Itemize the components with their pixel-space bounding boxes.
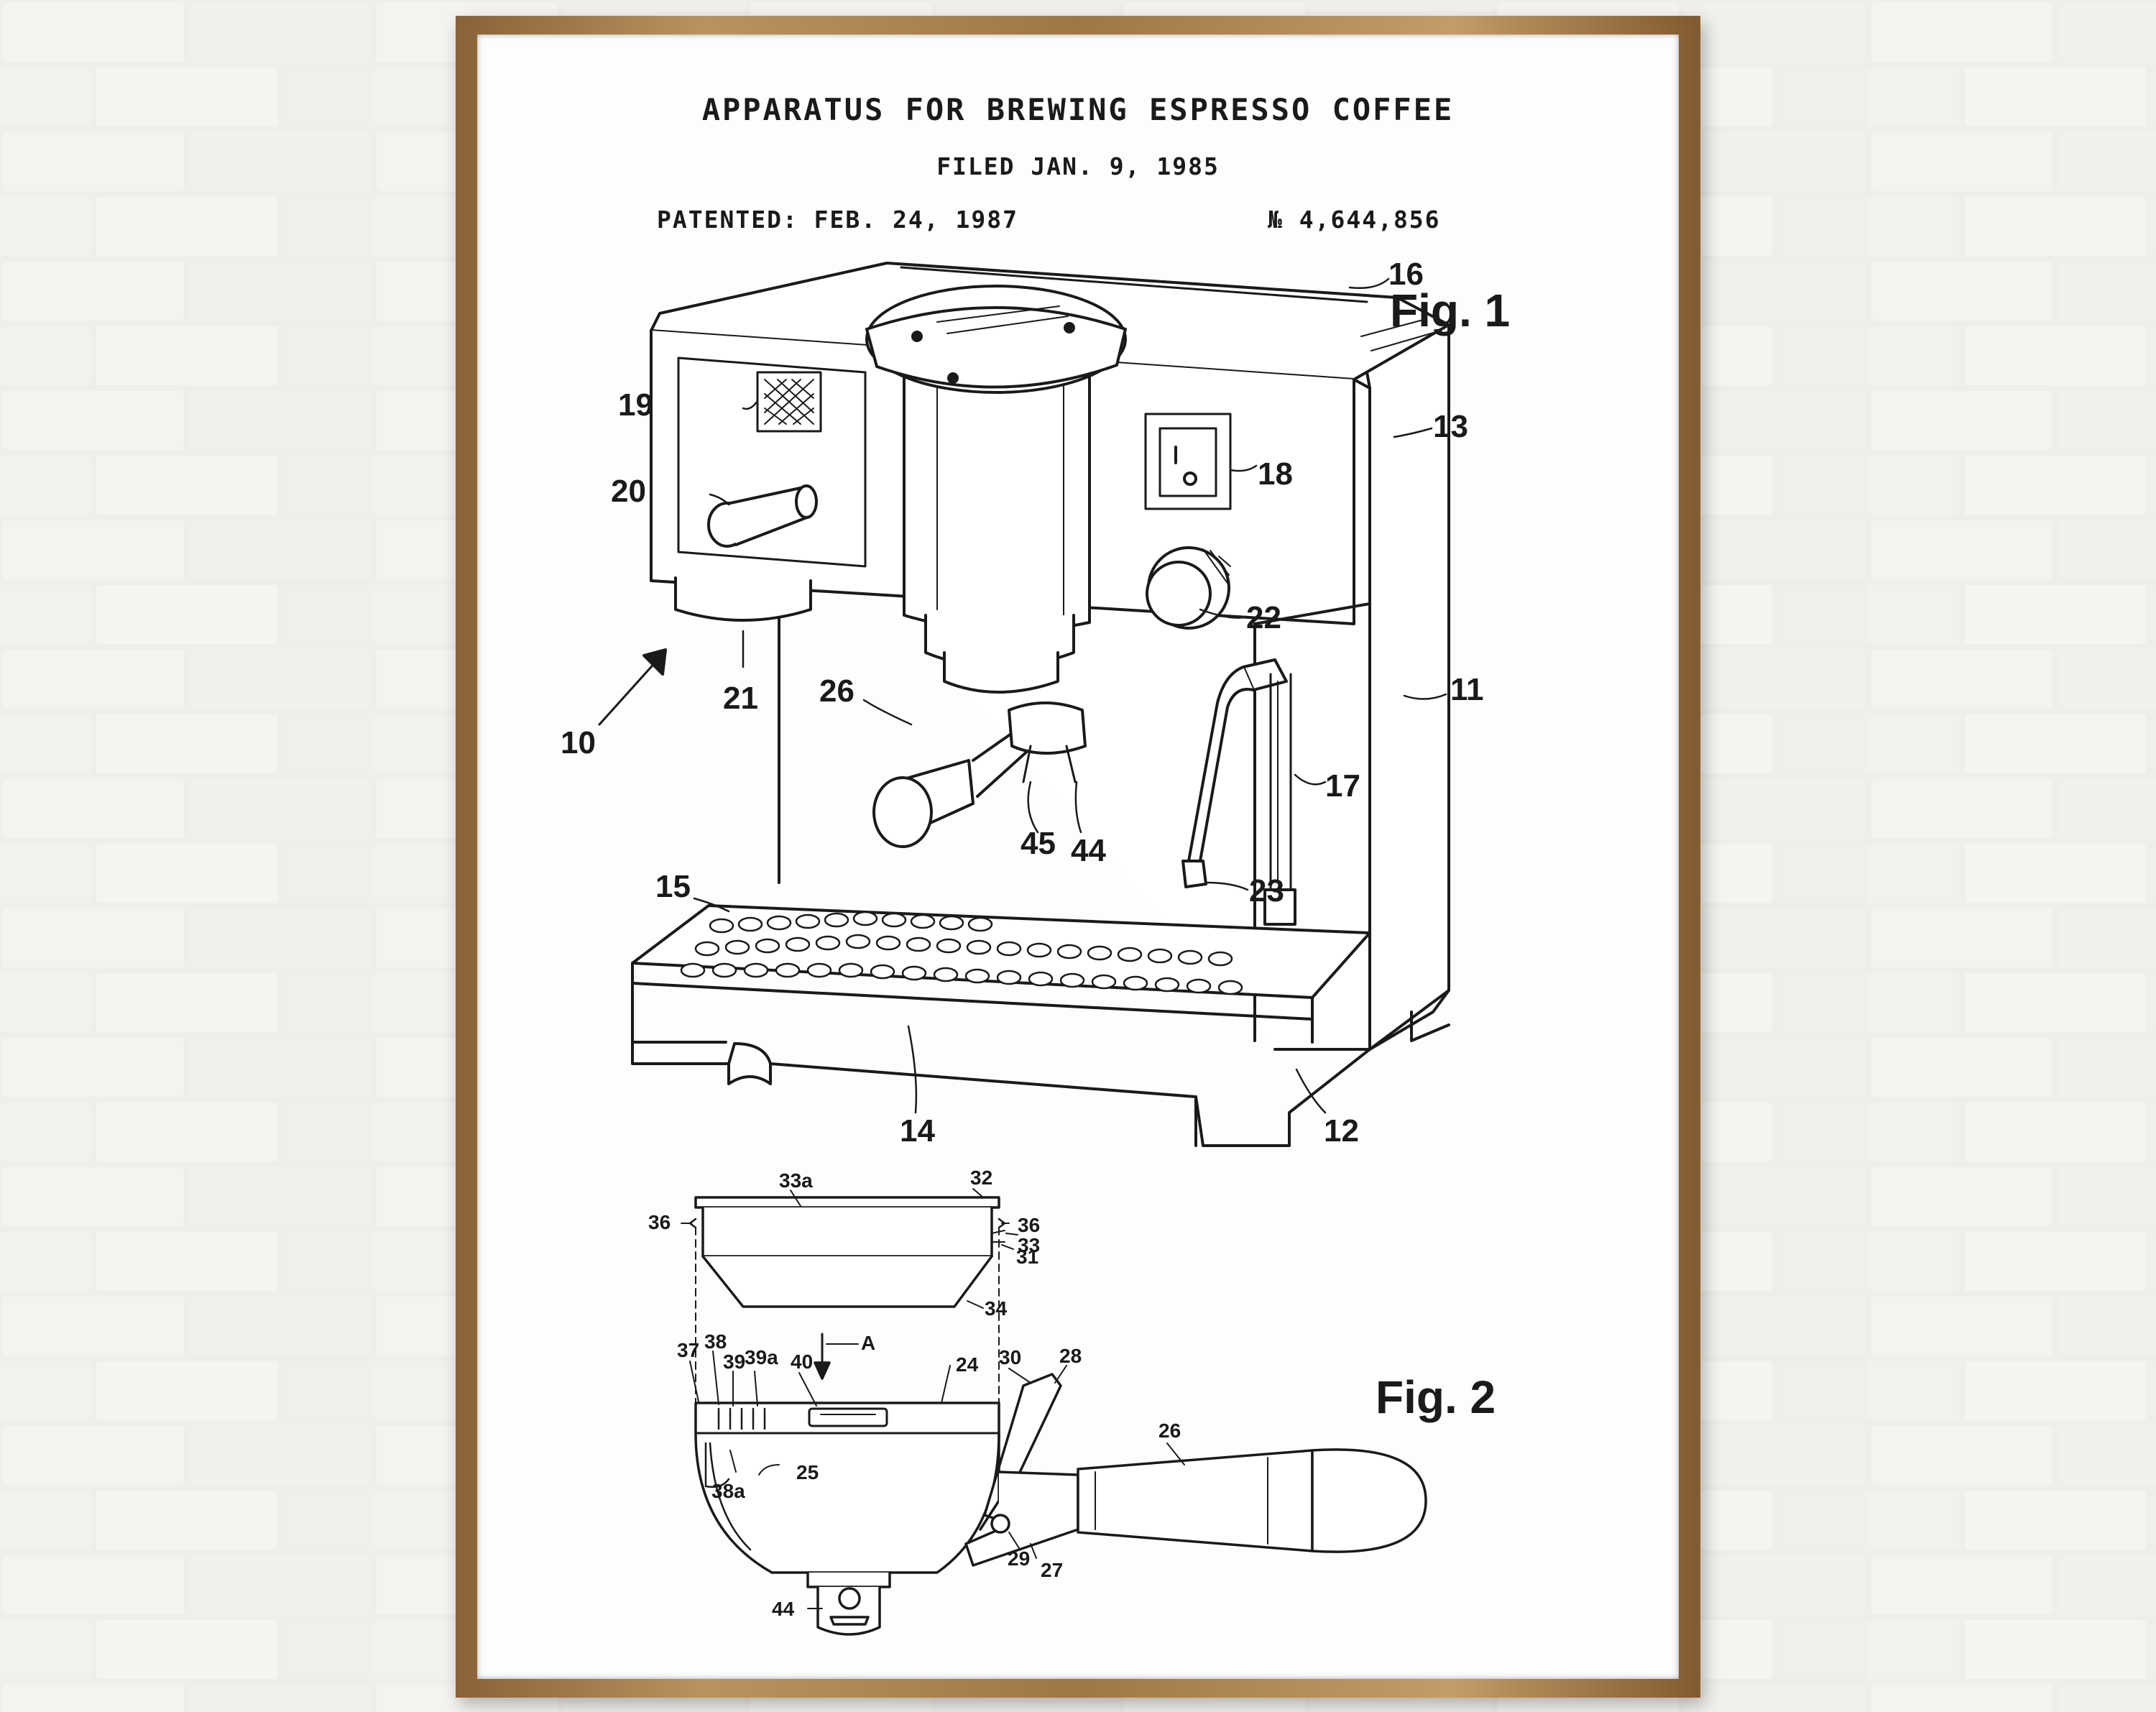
ref-13: 13 [1433,409,1468,444]
ref-A: A [861,1332,875,1354]
ref-44-fig1: 44 [1071,833,1106,868]
ref-39a: 39a [745,1346,778,1368]
fig2-portafilter [681,1188,1427,1636]
ref-26-fig2: 26 [1158,1419,1181,1442]
ref-10: 10 [561,725,596,760]
ref-26-fig1: 26 [819,673,854,709]
ref-22: 22 [1246,600,1281,635]
ref-40: 40 [791,1350,813,1373]
ref-38: 38 [704,1330,727,1353]
ref-39: 39 [723,1350,745,1373]
ref-19: 19 [618,387,653,423]
ref-21: 21 [723,681,758,716]
ref-27: 27 [1041,1559,1063,1581]
ref-30: 30 [999,1346,1021,1368]
ref-23: 23 [1249,873,1284,908]
fig1-label: Fig. 1 [1390,285,1510,336]
ref-28: 28 [1059,1345,1082,1367]
ref-25: 25 [796,1461,819,1483]
fig1-labels: Fig. 1 10 11 12 13 14 15 16 17 18 19 20 … [561,257,1510,1149]
ref-33: 33 [1018,1234,1040,1256]
ref-38a: 38a [711,1480,745,1502]
ref-32: 32 [970,1166,992,1189]
filed-date: FILED JAN. 9, 1985 [936,152,1220,180]
ref-34: 34 [985,1297,1008,1320]
ref-36-left: 36 [648,1211,671,1233]
ref-20: 20 [611,474,646,509]
fig1-espresso-machine [598,262,1450,1147]
ref-33a: 33a [779,1169,813,1192]
ref-15: 15 [655,869,691,904]
ref-29: 29 [1008,1547,1030,1570]
wooden-frame: APPARATUS FOR BREWING ESPRESSO COFFEE FI… [456,16,1700,1698]
ref-36-right: 36 [1018,1214,1040,1236]
ref-11: 11 [1450,672,1484,707]
patent-number: № 4,644,856 [1268,206,1441,234]
ref-14: 14 [900,1113,935,1149]
ref-17: 17 [1325,768,1360,804]
poster-paper: APPARATUS FOR BREWING ESPRESSO COFFEE FI… [477,34,1679,1679]
ref-31: 31 [1016,1246,1038,1268]
ref-18: 18 [1258,456,1293,492]
fig2-label: Fig. 2 [1376,1371,1496,1423]
patent-drawing: Fig. 1 10 11 12 13 14 15 16 17 18 19 20 … [561,257,1510,1636]
ref-37: 37 [677,1339,699,1361]
fig2-labels: Fig. 2 24 25 26 27 29 28 30 31 32 33 33a… [648,1166,1496,1620]
ref-45: 45 [1021,826,1056,861]
ref-16: 16 [1388,257,1424,292]
patented-date: PATENTED: FEB. 24, 1987 [657,206,1018,234]
ref-44-fig2: 44 [772,1598,795,1620]
ref-24: 24 [956,1353,979,1376]
ref-12: 12 [1324,1113,1359,1149]
poster-title: APPARATUS FOR BREWING ESPRESSO COFFEE [701,92,1455,127]
